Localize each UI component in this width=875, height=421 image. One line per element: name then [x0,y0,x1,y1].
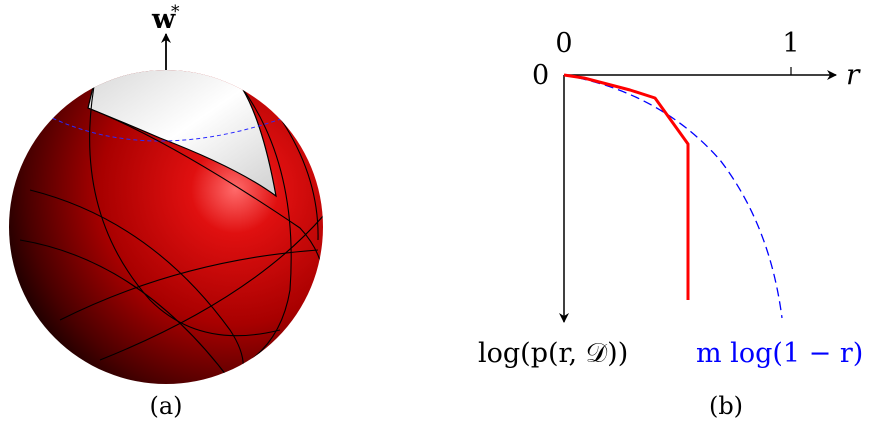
x-tick-label-1: 1 [782,28,799,59]
log-probability-curve [563,73,690,300]
dashed-curve-label: m log(1 − r) [696,338,863,369]
sphere-panel: w * (a) [9,2,323,420]
plot-panel: 0 1 0 r log(p(r, 𝒟)) m log(1 − r) (b) [478,28,863,420]
y-tick-label-0: 0 [532,60,549,91]
caption-a: (a) [149,392,182,420]
w-star-superscript: * [171,2,180,22]
x-axis-label: r [846,58,861,91]
cap-boundary-dashed [39,111,301,142]
dashed-bound-curve [563,74,783,319]
y-axis-label: log(p(r, 𝒟)) [478,338,628,369]
caption-b: (b) [709,392,743,420]
x-tick-label-0: 0 [555,28,572,59]
feasible-cap-region [87,70,277,198]
w-star-label: w [151,4,176,35]
